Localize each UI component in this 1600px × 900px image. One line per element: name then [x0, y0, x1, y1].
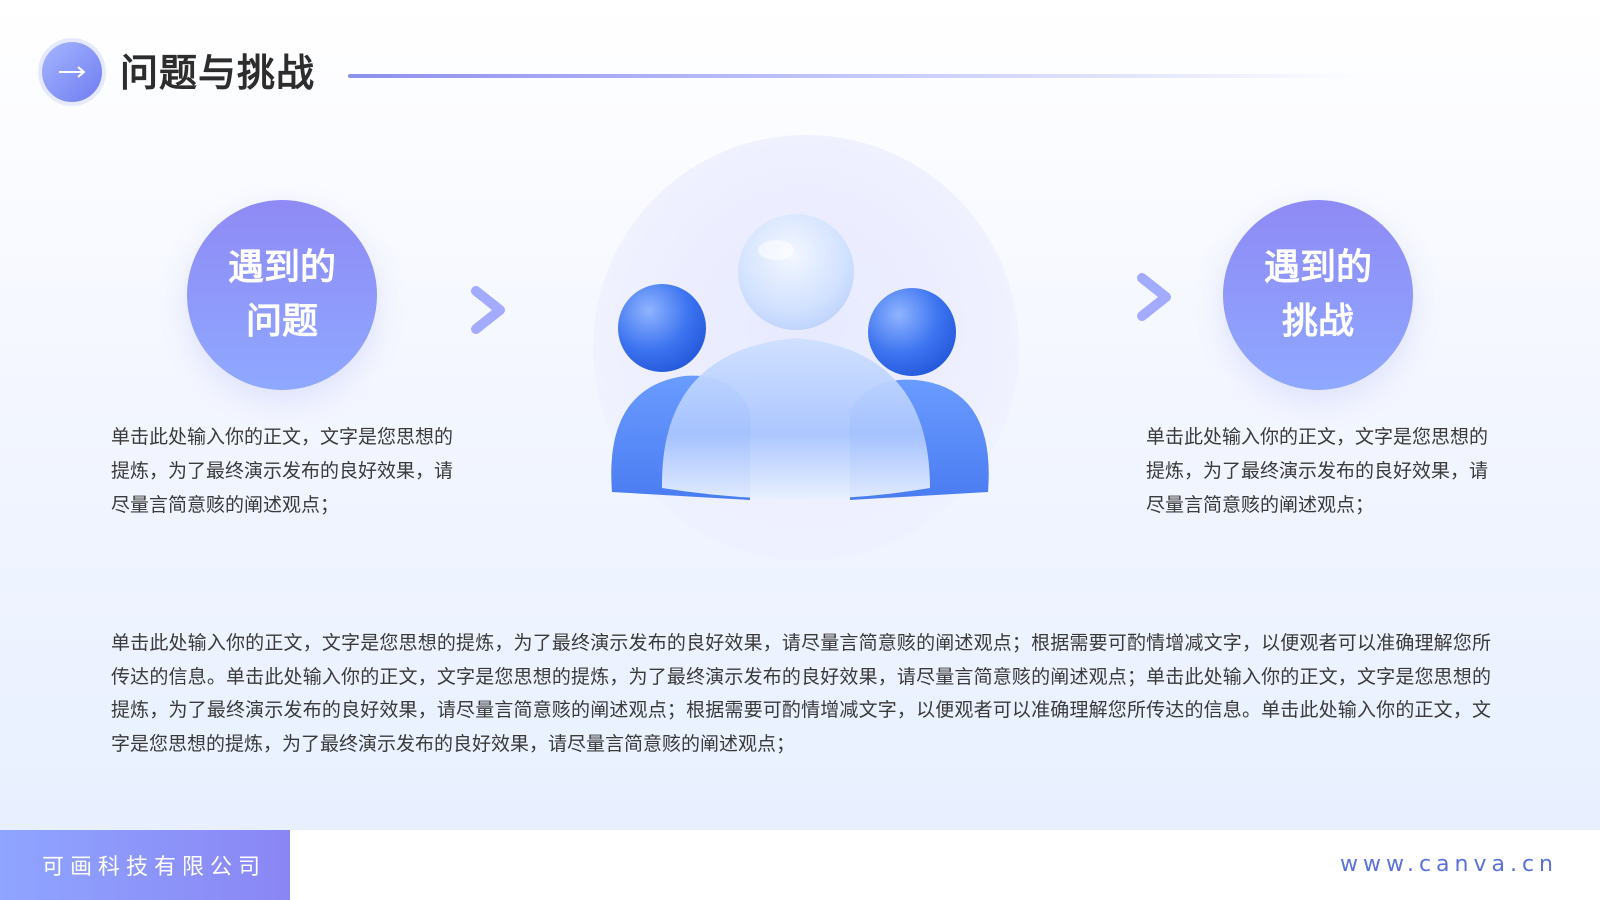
arrow-right-icon	[1058, 273, 1171, 321]
challenge-title-line1: 遇到的	[1263, 247, 1372, 288]
footer: 可画科技有限公司 www.canva.cn	[0, 830, 1600, 900]
arrow-right-icon	[392, 286, 505, 334]
page-title: 问题与挑战	[120, 51, 316, 95]
problem-text[interactable]: 单击此处输入你的正文，文字是您思想的提炼，为了最终演示发布的良好效果，请尽量言简…	[111, 426, 454, 516]
problem-circle: 遇到的 问题	[187, 200, 377, 390]
body-text[interactable]: 单击此处输入你的正文，文字是您思想的提炼，为了最终演示发布的良好效果，请尽量言简…	[111, 632, 1491, 755]
challenge-title-line2: 挑战	[1281, 301, 1354, 342]
challenge-text[interactable]: 单击此处输入你的正文，文字是您思想的提炼，为了最终演示发布的良好效果，请尽量言简…	[1146, 426, 1489, 516]
challenge-circle: 遇到的 挑战	[1223, 200, 1413, 390]
title-divider	[348, 74, 1358, 78]
problem-title-line2: 问题	[245, 301, 318, 342]
header-arrow-icon	[42, 42, 102, 102]
footer-company: 可画科技有限公司	[0, 830, 290, 900]
footer-url-link[interactable]: www.canva.cn	[1339, 852, 1558, 877]
problem-title-line1: 遇到的	[227, 247, 336, 288]
user-group-icon	[611, 214, 989, 500]
